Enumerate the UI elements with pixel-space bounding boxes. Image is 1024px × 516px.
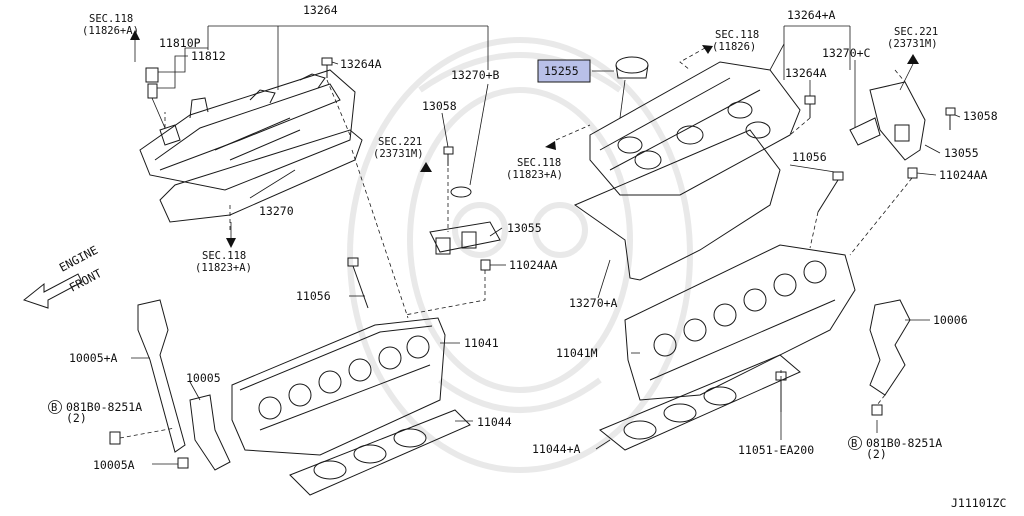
label-13270b: 13270+B [451,68,500,82]
label-11056-right: 11056 [792,150,827,164]
label-10005a: 10005A [93,458,135,472]
right-bracket-bolt [871,404,883,416]
right-head-gasket [599,354,801,451]
left-head-bolt [347,257,369,309]
label-13264a-left: 13264A [340,57,382,71]
label-bolt-right-1: 081B0-8251A [866,436,942,450]
label-13270-plus-a: 13270+A [569,296,618,310]
label-bolt-left-2: (2) [66,411,87,425]
label-11051-ea200: 11051-EA200 [738,443,814,457]
left-solenoid-bolt [443,146,454,166]
left-front-bracket [189,394,231,471]
label-sec221-right-1: SEC.221 [894,26,938,38]
label-10005: 10005 [186,371,221,385]
label-bolt-left-1: 081B0-8251A [66,400,142,414]
left-head-gasket [289,409,471,496]
left-rear-bracket [137,299,186,453]
engine-front-line2: FRONT [67,266,104,295]
label-11056-left: 11056 [296,289,331,303]
label-15255[interactable]: 15255 [544,64,579,78]
right-bracket [869,299,911,396]
right-head-bolt [817,171,844,213]
highlighted-part-box[interactable] [537,59,591,83]
bolt-symbol-right-letter: B [851,438,857,450]
right-cylinder-head [624,244,856,401]
label-sec118-c-2: (11826) [712,41,756,53]
left-vtc-solenoid [429,221,501,255]
right-vtc-solenoid [869,81,926,161]
label-13264: 13264 [303,3,338,17]
label-sec118-c-1: SEC.118 [715,29,759,41]
left-plug [480,259,491,271]
right-cover-gasket [573,129,781,281]
label-11044: 11044 [477,415,512,429]
label-10005a-plus: 10005+A [69,351,118,365]
label-11041: 11041 [464,336,499,350]
left-bracket-bolts [109,427,189,469]
label-11044-plus-a: 11044+A [532,442,581,456]
direction-arrows [130,30,919,248]
right-solenoid-bolt [945,107,956,130]
label-11024aa-left: 11024AA [509,258,558,272]
watermark-crest [347,37,693,473]
drawing-code: J11101ZC [951,496,1006,510]
left-oring [450,186,472,198]
bolt-symbol-left-letter: B [51,402,57,414]
label-13058-right: 13058 [963,109,998,123]
label-13264a-right: 13264A [785,66,827,80]
label-sec118-b-2: (11823+A) [195,262,252,274]
right-valve-cover [589,61,801,196]
label-bolt-right-2: (2) [866,447,887,461]
part-labels: SEC.118 (11826+A) 11810P 11812 13264 132… [48,3,1006,510]
label-13264-plus-a: 13264+A [787,8,836,22]
label-11024aa-right: 11024AA [939,168,988,182]
label-13270: 13270 [259,204,294,218]
label-sec221-right-2: (23731M) [887,38,938,50]
left-cover-gasket [159,129,363,223]
label-13058-left: 13058 [422,99,457,113]
bolt-symbol-right [848,436,862,450]
label-11041m: 11041M [556,346,598,360]
bolt-symbol-left [48,400,62,414]
engine-front-indicator: ENGINE FRONT [22,243,104,309]
label-11812: 11812 [191,49,226,63]
right-solenoid-gasket [849,117,881,146]
label-sec118-d-1: SEC.118 [517,157,561,169]
right-plug [907,167,918,179]
left-cover-bolt [321,57,333,78]
label-sec118-a-2: (11826+A) [82,25,139,37]
label-sec221-left-2: (23731M) [373,148,424,160]
label-13055-left: 13055 [507,221,542,235]
left-cylinder-head [231,317,446,456]
oil-filler-cap [615,56,649,79]
label-11810p: 11810P [159,36,201,50]
label-sec118-a-1: SEC.118 [89,13,133,25]
right-cover-bolt [804,95,816,118]
label-sec221-left-1: SEC.221 [378,136,422,148]
leader-lines [131,25,961,465]
label-13270c: 13270+C [822,46,871,60]
label-10006: 10006 [933,313,968,327]
left-valve-cover [139,69,356,191]
pcv-valve [145,67,166,129]
label-sec118-b-1: SEC.118 [202,250,246,262]
label-sec118-d-2: (11823+A) [506,169,563,181]
label-13055-right: 13055 [944,146,979,160]
